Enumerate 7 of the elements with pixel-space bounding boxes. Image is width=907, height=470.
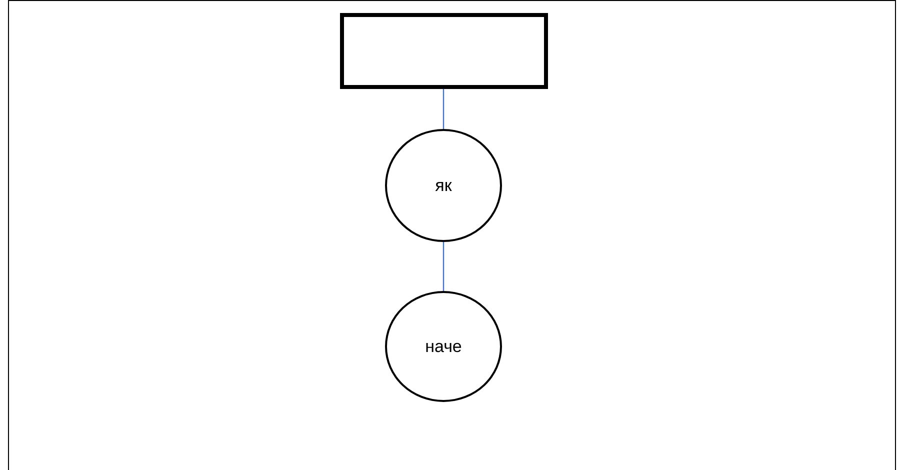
- node-label: наче: [425, 336, 462, 356]
- ellipse-node: [385, 129, 502, 242]
- node-label: як: [435, 176, 452, 196]
- ellipse-node: [385, 291, 502, 402]
- connector-line: [442, 89, 444, 129]
- rectangle-box: [340, 13, 548, 89]
- connector-line: [442, 242, 444, 291]
